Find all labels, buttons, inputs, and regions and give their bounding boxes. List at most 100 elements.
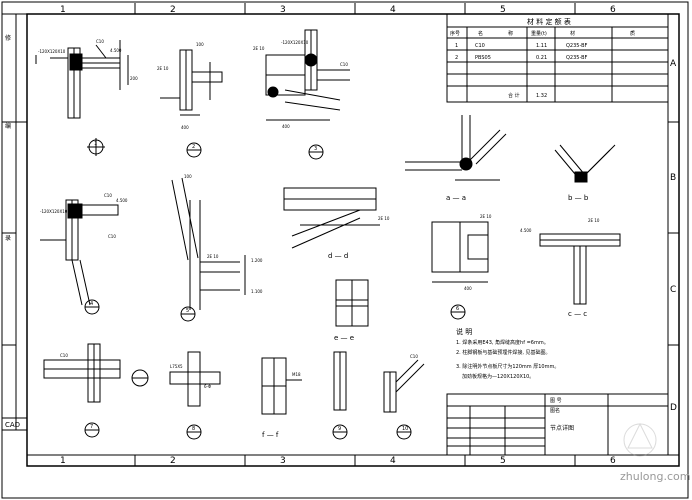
col-number-3: 3 — [280, 5, 286, 15]
detail-7-label-c10: C10 — [60, 353, 68, 358]
bottom-ruler — [27, 454, 679, 466]
detail-5-label-1100: 1.100 — [251, 289, 263, 294]
section-ee-title: e — e — [334, 334, 354, 342]
detail-4-label-c10b: C10 — [108, 234, 116, 239]
row-letter-c: C — [670, 285, 676, 295]
detail-6-label-400: 400 — [464, 286, 472, 291]
detail-2-label-400: 400 — [181, 125, 189, 130]
material-total-label: 合 计 — [508, 92, 520, 99]
detail-2-drawing — [160, 49, 223, 116]
section-aa-drawing — [405, 115, 507, 181]
section-bb-drawing — [554, 144, 616, 183]
detail-2-label-100: 100 — [196, 42, 204, 47]
section-dd-title: d — d — [328, 252, 348, 260]
top-ruler — [134, 3, 576, 14]
material-table-title: 材 料 定 额 表 — [527, 17, 571, 26]
section-cc-drawing — [539, 233, 621, 305]
detail-5-drawing — [171, 177, 246, 310]
material-row-1-no: 1 — [455, 43, 458, 49]
col-number-6-bottom: 6 — [610, 456, 616, 466]
col-number-1: 1 — [60, 5, 66, 15]
material-row-2-weight: 0.21 — [536, 55, 547, 61]
material-row-1-material: Q235-BF — [566, 43, 588, 49]
detail-3-label-c10: C10 — [340, 62, 348, 67]
detail-3-label-400: 400 — [282, 124, 290, 129]
col-number-4: 4 — [390, 5, 396, 15]
detail-8-label-m12: 6-Φ — [204, 384, 211, 389]
material-header-no: 序号 — [450, 30, 460, 37]
detail-6-number: 6 — [456, 306, 459, 312]
col-number-3-bottom: 3 — [280, 456, 286, 466]
col-number-2-bottom: 2 — [170, 456, 176, 466]
title-block-name: 节点详图 — [550, 424, 574, 432]
detail-8-drawing — [131, 351, 221, 407]
detail-2-number: 2 — [192, 144, 195, 150]
section-ff-label-m18: M18 — [292, 372, 301, 377]
material-row-2-no: 2 — [455, 55, 458, 61]
section-ff-title: f — f — [262, 431, 279, 439]
detail-5-label-2e10: 2E 10 — [207, 254, 219, 259]
section-ee-drawing — [335, 279, 369, 327]
detail-2-label-2e10: 2E 10 — [157, 66, 169, 71]
col-number-5-bottom: 5 — [500, 456, 506, 466]
detail-4-drawing — [40, 199, 119, 306]
material-table — [446, 13, 669, 103]
detail-1-label-plate: -120X120X10 — [38, 49, 66, 54]
material-header-name-1: 名 — [478, 30, 483, 37]
section-bb-title: b — b — [568, 194, 589, 202]
section-aa-title: a — a — [446, 194, 466, 202]
detail-3-drawing — [265, 29, 350, 121]
left-strip-label-2: 编 — [5, 122, 11, 130]
material-row-2-name: PBS05 — [475, 55, 491, 61]
detail-7-drawing — [43, 343, 121, 403]
detail-10-number: 10 — [402, 426, 408, 432]
left-strip-label-3: 录 — [5, 234, 11, 242]
detail-4-label-c10: C10 — [104, 193, 112, 198]
title-block-name-label: 图名 — [550, 407, 560, 414]
col-number-4-bottom: 4 — [390, 456, 396, 466]
notes-block: 说 明 1. 焊条采用E43, 角焊缝高度hf =6mm。 2. 柱脚钢板与基础… — [456, 327, 559, 380]
material-header-name-2: 称 — [508, 30, 513, 37]
material-header-mat-2: 质 — [630, 30, 635, 37]
notes-item-2: 2. 柱脚钢板与基础预埋件焊接, 见基础图。 — [456, 349, 551, 356]
detail-6-label-2e10: 2E 10 — [480, 214, 492, 219]
detail-3-label-plate: -120X120X10 — [281, 40, 309, 45]
detail-5-label-1200: 1.200 — [251, 258, 263, 263]
material-header-weight: 重量(t) — [531, 30, 547, 37]
detail-5-label-100: 100 — [184, 174, 192, 179]
detail-6-drawing — [431, 221, 489, 283]
title-block-drawing-no-label: 图 号 — [550, 398, 562, 404]
section-cc-label-2e10: 2E 10 — [588, 218, 600, 223]
col-number-1-bottom: 1 — [60, 456, 66, 466]
material-row-1-weight: 1.11 — [536, 43, 547, 49]
detail-9-drawing — [333, 351, 347, 411]
detail-10-label-c10: C10 — [410, 354, 418, 359]
left-strip-label-1: 修 — [5, 34, 11, 42]
section-dd-label-2e10: 2E 10 — [378, 216, 390, 221]
col-number-6: 6 — [610, 5, 616, 15]
detail-1-drawing — [35, 40, 129, 119]
watermark-text: zhulong.com — [620, 470, 690, 483]
material-row-2-material: Q235-BF — [566, 55, 588, 61]
detail-10-drawing — [383, 359, 425, 413]
col-number-5: 5 — [500, 5, 506, 15]
detail-4-number: 4 — [90, 301, 93, 307]
section-dd-drawing — [283, 187, 380, 249]
detail-1-number: 1 — [94, 141, 97, 147]
col-number-2: 2 — [170, 5, 176, 15]
cad-label: CAD — [5, 421, 20, 429]
notes-item-4: 加劲板规格为—120X120X10。 — [462, 373, 534, 380]
detail-8-label-l75: L75X5 — [170, 364, 183, 369]
material-header-mat-1: 材 — [570, 30, 575, 37]
row-letter-d: D — [670, 403, 677, 413]
row-letter-a: A — [670, 59, 677, 69]
title-block — [446, 393, 669, 456]
section-ff-drawing — [261, 357, 302, 415]
material-row-1-name: C10 — [475, 43, 485, 49]
detail-1-label-c10: C10 — [96, 39, 104, 44]
detail-5-number: 5 — [186, 308, 189, 314]
detail-1-label-elev: 4.500 — [110, 48, 122, 53]
detail-4-label-elev: 4.500 — [116, 198, 128, 203]
